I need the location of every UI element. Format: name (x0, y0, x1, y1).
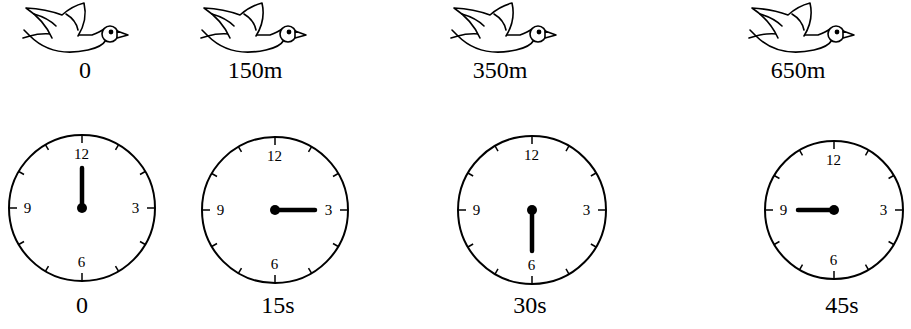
clock-hand (275, 208, 315, 213)
clock-tick (774, 242, 779, 245)
clock-numeral: 3 (325, 202, 333, 217)
clock-tick (147, 207, 155, 209)
time-label: 0 (76, 293, 88, 317)
clock-pivot (270, 205, 280, 215)
clock-tick (140, 242, 145, 245)
clock-tick (309, 147, 312, 152)
bird-figure (451, 3, 556, 52)
clock-tick (866, 150, 869, 155)
bird-figure (749, 3, 854, 52)
clock-tick (468, 173, 473, 176)
clock-tick (889, 176, 894, 179)
clock-face: 12 3 6 9 (764, 140, 904, 280)
clock-pivot (527, 205, 537, 215)
clock-numeral: 9 (780, 202, 788, 217)
clock-numeral: 12 (74, 146, 89, 161)
clock-tick (116, 266, 119, 271)
clock-tick (116, 145, 119, 150)
clock-face: 12 3 6 9 (457, 135, 607, 285)
clock-tick (19, 242, 24, 245)
clock-tick (81, 135, 83, 143)
clock-numeral: 6 (830, 252, 838, 267)
clock-face: 12 3 6 9 (201, 136, 349, 284)
clock-tick (866, 265, 869, 270)
time-label: 15s (261, 293, 294, 317)
clock-tick (274, 275, 276, 283)
clock-tick (46, 145, 49, 150)
clock-pivot (829, 205, 839, 215)
clock-tick (833, 271, 835, 279)
clock-numeral: 6 (271, 256, 279, 271)
clock-tick (591, 244, 596, 247)
time-label: 30s (513, 293, 546, 317)
clock-pivot (77, 203, 87, 213)
clock-face: 12 3 6 9 (8, 134, 156, 282)
clock-tick (333, 174, 338, 177)
bird-figure (201, 3, 306, 52)
clock-numeral: 12 (826, 152, 841, 167)
clock-tick (889, 242, 894, 245)
distance-label: 650m (771, 58, 826, 82)
clock-tick (800, 150, 803, 155)
clock-tick (765, 209, 773, 211)
clock-numeral: 9 (473, 202, 481, 217)
clock-tick (9, 207, 17, 209)
clock-tick (468, 244, 473, 247)
bird-figure (23, 3, 128, 52)
clock-tick (309, 268, 312, 273)
clock-tick (566, 146, 569, 151)
clock-numeral: 12 (524, 147, 539, 162)
clock-tick (202, 209, 210, 211)
clock-tick (458, 209, 466, 211)
clock-tick (212, 174, 217, 177)
time-label: 45s (825, 293, 858, 317)
clock-tick (46, 266, 49, 271)
clock-tick (239, 147, 242, 152)
clock-tick (140, 172, 145, 175)
clock-hand (530, 210, 535, 251)
clock-tick (531, 136, 533, 144)
clock-numeral: 9 (24, 200, 32, 215)
clock-numeral: 9 (217, 202, 225, 217)
clock-tick (833, 141, 835, 149)
clock-tick (333, 244, 338, 247)
clock-tick (239, 268, 242, 273)
clock-hand (798, 208, 834, 213)
distance-label: 350m (473, 58, 528, 82)
distance-label: 0 (79, 58, 91, 82)
clock-tick (774, 176, 779, 179)
clock-tick (566, 269, 569, 274)
clock-numeral: 6 (78, 254, 86, 269)
clock-numeral: 6 (528, 257, 536, 272)
clock-tick (495, 146, 498, 151)
clock-hand (80, 168, 85, 208)
clock-numeral: 3 (583, 202, 591, 217)
clock-tick (212, 244, 217, 247)
clock-tick (598, 209, 606, 211)
clock-tick (591, 173, 596, 176)
clock-tick (274, 137, 276, 145)
clock-numeral: 3 (132, 200, 140, 215)
clock-tick (800, 265, 803, 270)
clock-numeral: 3 (880, 202, 888, 217)
clock-tick (495, 269, 498, 274)
clock-tick (81, 273, 83, 281)
clock-tick (340, 209, 348, 211)
clock-numeral: 12 (267, 148, 282, 163)
clock-tick (19, 172, 24, 175)
clock-tick (895, 209, 903, 211)
clock-tick (531, 276, 533, 284)
distance-label: 150m (228, 58, 283, 82)
